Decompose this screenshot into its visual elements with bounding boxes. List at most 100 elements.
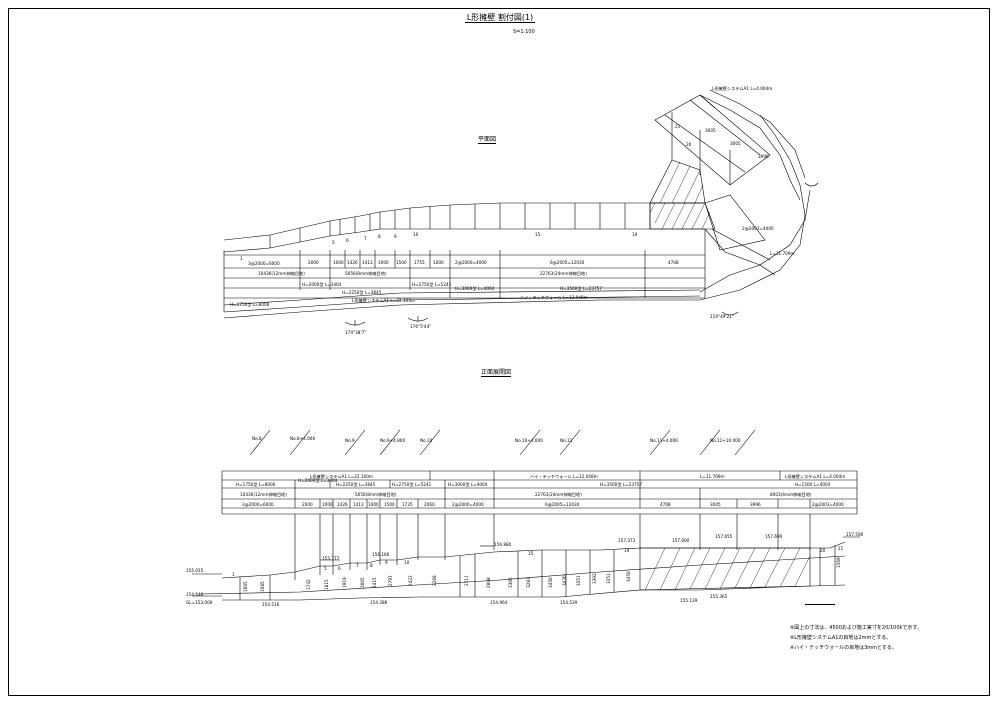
plan-segment-label: 5: [332, 240, 335, 245]
dim-label: 1000: [322, 502, 333, 507]
height-value: 3450: [548, 577, 553, 588]
elevation-value: 154.646: [186, 592, 204, 597]
elevation-value: 156.166: [372, 552, 390, 557]
plan-dim: 1000: [433, 260, 444, 265]
plan-segment-label: 8: [378, 234, 381, 239]
height-value: 2005: [360, 577, 365, 588]
plan-upper-label: L=11.709m: [770, 251, 795, 256]
plan-dim: 1000: [333, 260, 344, 265]
joint-label: 5656(8mm伸縮目地): [355, 491, 397, 498]
elevation-value: 157.690: [765, 534, 783, 539]
elevation-ground-line: [199, 555, 846, 595]
panel-number: 6: [338, 566, 341, 571]
elevation-value: 155.365: [710, 594, 728, 599]
drawing-title: L形擁壁 割付図(1): [464, 13, 536, 23]
system-label: L形擁壁システムA1 L=22.100m: [310, 473, 373, 480]
note-line: ※図上の寸法は、4500および施工実寸を20/100kで示す。: [790, 625, 922, 631]
plan-segment-label: 7: [364, 236, 367, 241]
plan-joint-dim: 10436(12mm伸縮目地): [258, 270, 305, 277]
dim-label: 3996: [750, 502, 761, 507]
dim-label: 2000: [302, 502, 313, 507]
system-label: ハイ・テッチウォール L=12.048m: [530, 473, 598, 480]
drawing-scale: S=1:100: [513, 29, 535, 35]
note-line: ※L形擁壁システムA1の目地は2mmとする。: [790, 635, 892, 641]
plan-angle: 119°49'21": [710, 314, 734, 319]
type-label: H=3500型 L=23757: [600, 481, 642, 487]
plan-system-label: L形擁壁システムA1 L=22.103m: [352, 297, 415, 304]
elevation-value: 157.373: [618, 538, 636, 543]
height-value: 2422: [408, 575, 413, 586]
plan-dim: 1755: [414, 260, 425, 265]
height-value: 1569: [836, 557, 841, 568]
height-value: 1815: [324, 579, 329, 590]
plan-type-label: H=2750型 L=5241: [412, 281, 452, 287]
type-label: H=2750型 L=5241: [392, 481, 432, 487]
type-label: H=1750型 L=8006: [236, 481, 276, 487]
panel-number: 21: [838, 546, 844, 551]
height-value: 2415: [372, 577, 377, 588]
note-line: ※ハイ・テッチウォールの目地は3mmとする。: [790, 645, 897, 651]
plan-type-label: H=3000型 L=4004: [455, 285, 495, 291]
station-label: No.10: [420, 438, 433, 443]
station-label: No.11+4.000: [650, 438, 678, 443]
system-label: L形擁壁システムA1 L=4.004m: [785, 473, 845, 480]
panel-number: 9: [385, 560, 388, 565]
height-value: 2711: [464, 575, 469, 586]
dim-label: 4708: [660, 502, 671, 507]
station-label: No.11+10.000: [710, 438, 741, 443]
elevation-value: 157.655: [715, 534, 733, 539]
plan-segment-label: 6: [346, 238, 349, 243]
plan-dim: 1500: [396, 260, 407, 265]
height-value: 3430: [562, 575, 567, 586]
elevation-value: 156.880: [494, 542, 512, 547]
dim-label: 3@2000=6000: [242, 502, 274, 507]
dim-label: 2@2000=4000: [452, 502, 484, 507]
height-value: 3283: [526, 577, 531, 588]
elevation-value: 154.964: [490, 600, 508, 605]
elevation-value: 155.777: [322, 556, 340, 561]
plan-dim: 6@2005=12030: [550, 260, 585, 265]
plan-upper-wall: [654, 94, 771, 186]
plan-upper-dim: 3005: [705, 128, 716, 133]
ground-level-label: GL=153.000: [186, 600, 213, 605]
joint-label: 22763(24mm伸縮目地): [535, 491, 582, 498]
type-label: H=2250型 L=3845: [336, 481, 376, 487]
panel-number: 15: [528, 551, 534, 556]
plan-hatch-zone-corner: [649, 202, 716, 230]
plan-type-label: H=3500型 L=23757: [560, 285, 602, 291]
dim-label: 1426: [337, 502, 348, 507]
system-label: L=11.709m: [700, 474, 725, 479]
plan-type-label: H=2250型 L=3845: [342, 289, 382, 295]
dim-label: 2@2003=4000: [812, 502, 844, 507]
plan-segment-label: 10: [413, 232, 419, 237]
elevation-value: 155.015: [186, 568, 204, 573]
plan-dim: 3@2000=6000: [248, 261, 280, 266]
scale-bar: [805, 604, 835, 605]
height-value: 2268: [432, 575, 437, 586]
panel-number: 8: [370, 563, 373, 568]
dim-label: 2060: [424, 502, 435, 507]
station-label: No.8+4.000: [290, 436, 315, 441]
plan-segment-label: 15: [535, 232, 541, 237]
elevation-wall-base: [222, 584, 846, 601]
dim-label: 6@2005=12030: [545, 502, 580, 507]
height-value: 3351: [606, 573, 611, 584]
height-value: 3450: [626, 571, 631, 582]
plan-system-label: H=1750型 L=8006: [230, 301, 270, 307]
plan-upper-dim: 3005: [730, 141, 741, 146]
plan-angle: 176°5'44": [410, 324, 431, 329]
plan-segment-label: 9: [394, 234, 397, 239]
elevation-labels: No.8 No.8+4.000 No.9 No.9+4.800 No.10 No…: [186, 436, 864, 607]
elevation-value: 157.600: [672, 538, 690, 543]
panel-number: 10: [404, 560, 410, 565]
station-label: No.11: [560, 438, 573, 443]
plan-type-label: H=2000型 L=3404: [302, 281, 342, 287]
dim-label: 3005: [710, 502, 721, 507]
plan-joint-dim: 5656(8mm伸縮目地): [345, 270, 387, 277]
plan-hatch-zone-upper: [649, 159, 706, 204]
station-label: No.10+4.000: [515, 438, 543, 443]
plan-dim: 4708: [668, 260, 679, 265]
plan-angle: 174°38'7": [345, 330, 366, 335]
height-value: 3351: [576, 575, 581, 586]
